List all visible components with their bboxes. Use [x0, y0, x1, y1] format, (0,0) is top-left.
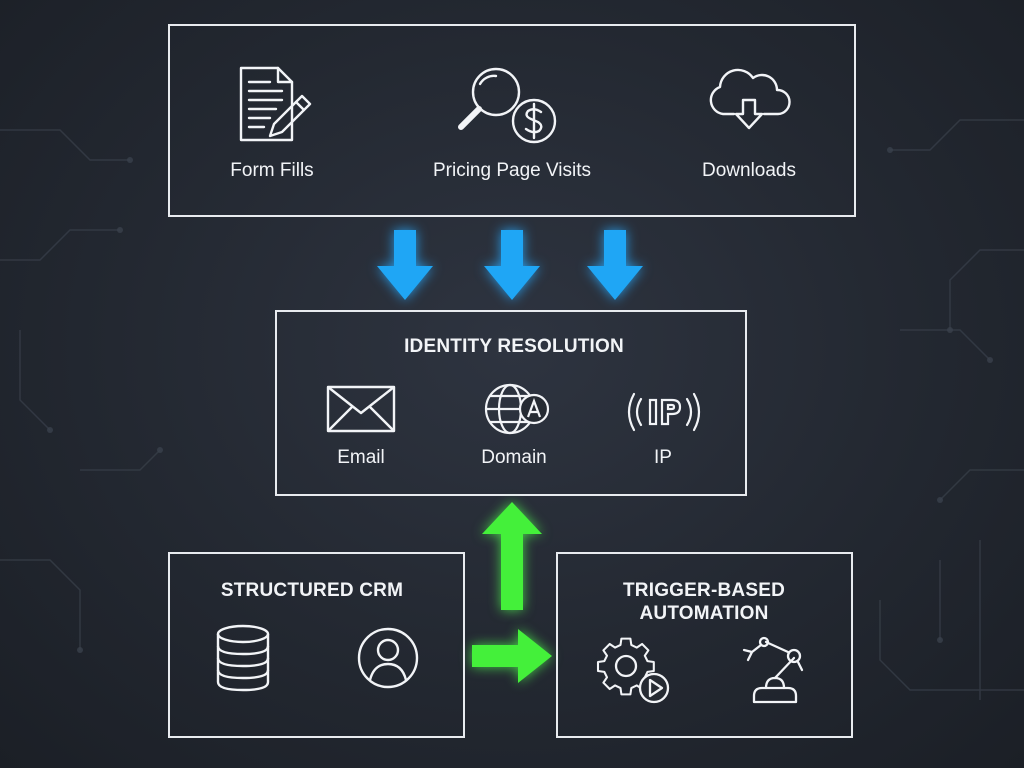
down-arrow-2	[482, 228, 542, 302]
source-label-downloads: Downloads	[702, 160, 796, 181]
search-dollar-icon	[456, 66, 560, 146]
sources-box	[168, 24, 856, 217]
cloud-download-icon	[706, 68, 792, 136]
gear-play-icon	[596, 636, 672, 704]
source-label-form-fills: Form Fills	[230, 160, 314, 181]
down-arrow-3	[585, 228, 645, 302]
globe-icon	[484, 382, 554, 436]
identity-label-ip: IP	[654, 447, 672, 468]
ip-signal-icon	[622, 388, 706, 436]
robot-arm-icon	[738, 636, 808, 706]
database-icon	[214, 624, 272, 692]
identity-label-domain: Domain	[481, 447, 547, 468]
trigger-automation-title-line1: TRIGGER-BASED	[623, 580, 785, 601]
up-arrow	[480, 500, 544, 612]
user-profile-icon	[356, 626, 420, 690]
down-arrow-1	[375, 228, 435, 302]
trigger-automation-title-line2: AUTOMATION	[639, 603, 769, 624]
form-edit-icon	[236, 66, 316, 146]
structured-crm-title: STRUCTURED CRM	[220, 580, 404, 601]
identity-resolution-box	[275, 310, 747, 496]
structured-crm-box	[168, 552, 465, 738]
identity-resolution-title: IDENTITY RESOLUTION	[404, 336, 624, 357]
trigger-automation-box	[556, 552, 853, 738]
right-arrow	[470, 627, 554, 685]
source-label-pricing-page-visits: Pricing Page Visits	[432, 160, 592, 181]
identity-label-email: Email	[337, 447, 385, 468]
envelope-icon	[326, 385, 396, 433]
